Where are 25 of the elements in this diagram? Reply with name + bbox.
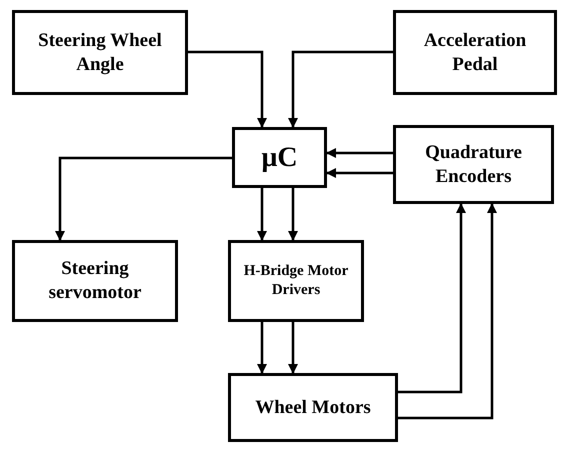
block-box [232,127,327,188]
arrow [55,156,232,241]
arrow [288,50,393,128]
arrow [257,322,267,374]
arrow [326,148,393,158]
arrow [398,203,466,394]
arrow [188,50,267,128]
block-label: H-Bridge Motor Drivers [242,262,350,300]
block-label: Steering servomotor [48,257,142,305]
block-box [228,373,398,442]
arrow [288,322,298,374]
arrow [398,203,497,420]
block-label: μC [261,141,298,175]
arrow [257,188,267,241]
block-label: Wheel Motors [255,396,371,420]
block-label: Steering Wheel Angle [37,28,163,76]
block-box [393,125,554,204]
block-label: Quadrature Encoders [424,140,523,188]
block-label: Acceleration Pedal [422,28,528,76]
block-box [228,240,364,322]
arrow [326,168,393,178]
arrow [288,188,298,241]
block-box [393,10,557,95]
block-box [12,10,188,95]
block-box [12,240,178,322]
